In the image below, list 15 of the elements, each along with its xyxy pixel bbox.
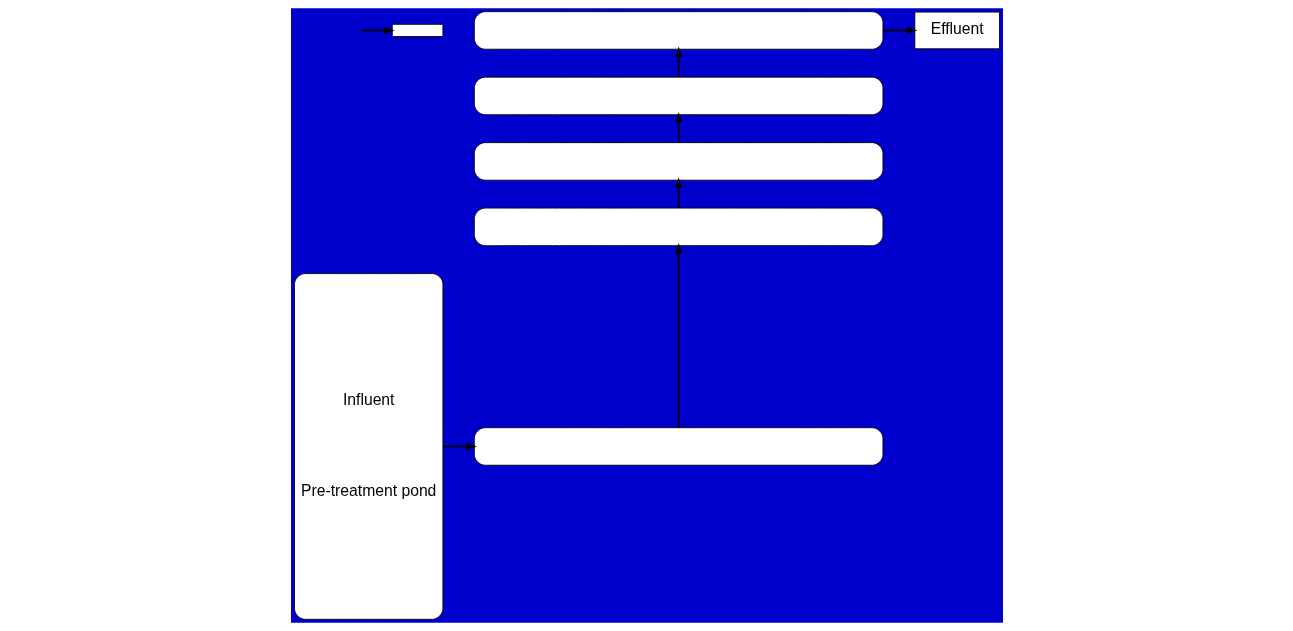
- node-box: [473, 207, 883, 247]
- node-box: [473, 142, 883, 181]
- arrow: [674, 112, 682, 144]
- arrow: [674, 177, 682, 209]
- arrow: [674, 243, 682, 429]
- arrow: [881, 26, 917, 35]
- node-box: [473, 427, 883, 466]
- node-box: [391, 23, 443, 37]
- node-box: Effluent: [913, 11, 1000, 50]
- arrow: [441, 442, 477, 451]
- node-box: Influent Pre-treatment pond: [293, 273, 443, 620]
- arrow: [359, 26, 395, 35]
- arrow: [674, 46, 682, 78]
- node-box: [473, 11, 883, 50]
- node-box: [473, 76, 883, 116]
